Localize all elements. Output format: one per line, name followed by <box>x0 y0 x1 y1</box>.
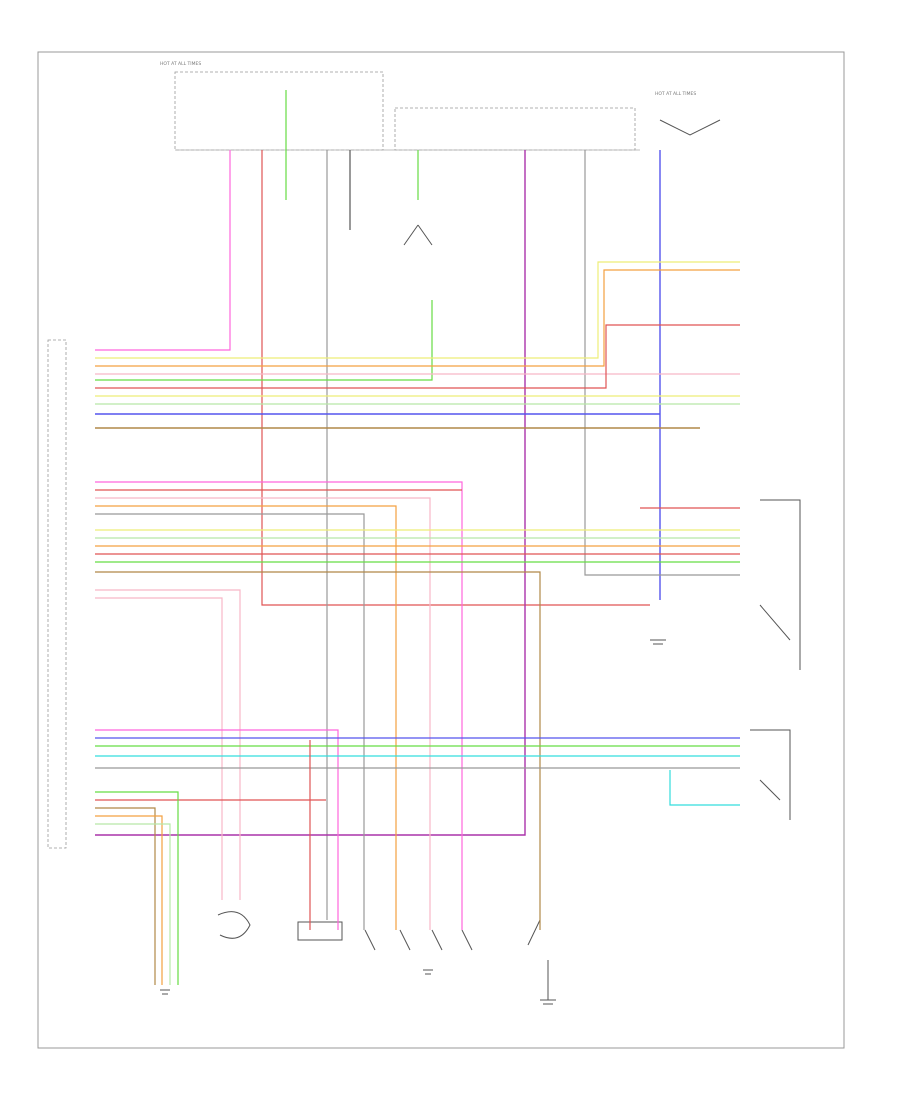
brake-switch <box>403 224 433 246</box>
wire-pink-m4 <box>95 597 223 900</box>
wire-brown-m <box>95 571 541 930</box>
wire-lightgreen-l <box>95 823 171 985</box>
wire-red-top <box>261 150 650 606</box>
diagram-frame <box>37 51 845 1049</box>
wire-violet-main <box>95 150 526 836</box>
fluid-temp-sensor <box>750 729 791 820</box>
shift-solenoids <box>364 929 473 951</box>
ground-coolant-symbol <box>540 999 556 1005</box>
wire-gray-right <box>584 150 740 576</box>
ground-right-symbol <box>650 639 666 645</box>
hot-all-times-right-label: HOT AT ALL TIMES <box>655 91 696 97</box>
fuse-box-right <box>394 107 636 151</box>
wire-orange-dl <box>95 269 740 367</box>
ground-tcm-symbol <box>160 989 170 995</box>
wire-lightpink-m <box>95 497 431 930</box>
coolant-sensor <box>527 919 549 1000</box>
wire-pink-m3 <box>95 589 241 900</box>
speed-sensor <box>217 911 251 939</box>
wire-green-gnd <box>95 791 179 985</box>
ground-solenoid-symbol <box>423 969 433 975</box>
ignition-switch <box>659 119 721 136</box>
tcm-body <box>47 339 67 849</box>
fuse-box-left <box>174 71 384 151</box>
wire-pink-top <box>95 150 231 351</box>
wire-pink-l1 <box>95 729 339 930</box>
wire-cyan-fluid <box>669 770 740 806</box>
wire-yellow-dl <box>95 261 740 359</box>
wire-green-3 <box>95 300 433 381</box>
hot-all-times-top-label: HOT AT ALL TIMES <box>160 61 201 67</box>
wire-group <box>95 90 740 985</box>
throttle-sensor <box>297 921 343 941</box>
wire-orange-m <box>95 505 397 930</box>
wire-pink-m1 <box>95 481 463 930</box>
wire-gray-m <box>95 513 365 930</box>
wire-brown-l <box>95 807 156 985</box>
transmission-range-switch <box>759 499 801 670</box>
wire-red-2 <box>95 324 740 389</box>
wire-orange-l <box>95 815 163 985</box>
